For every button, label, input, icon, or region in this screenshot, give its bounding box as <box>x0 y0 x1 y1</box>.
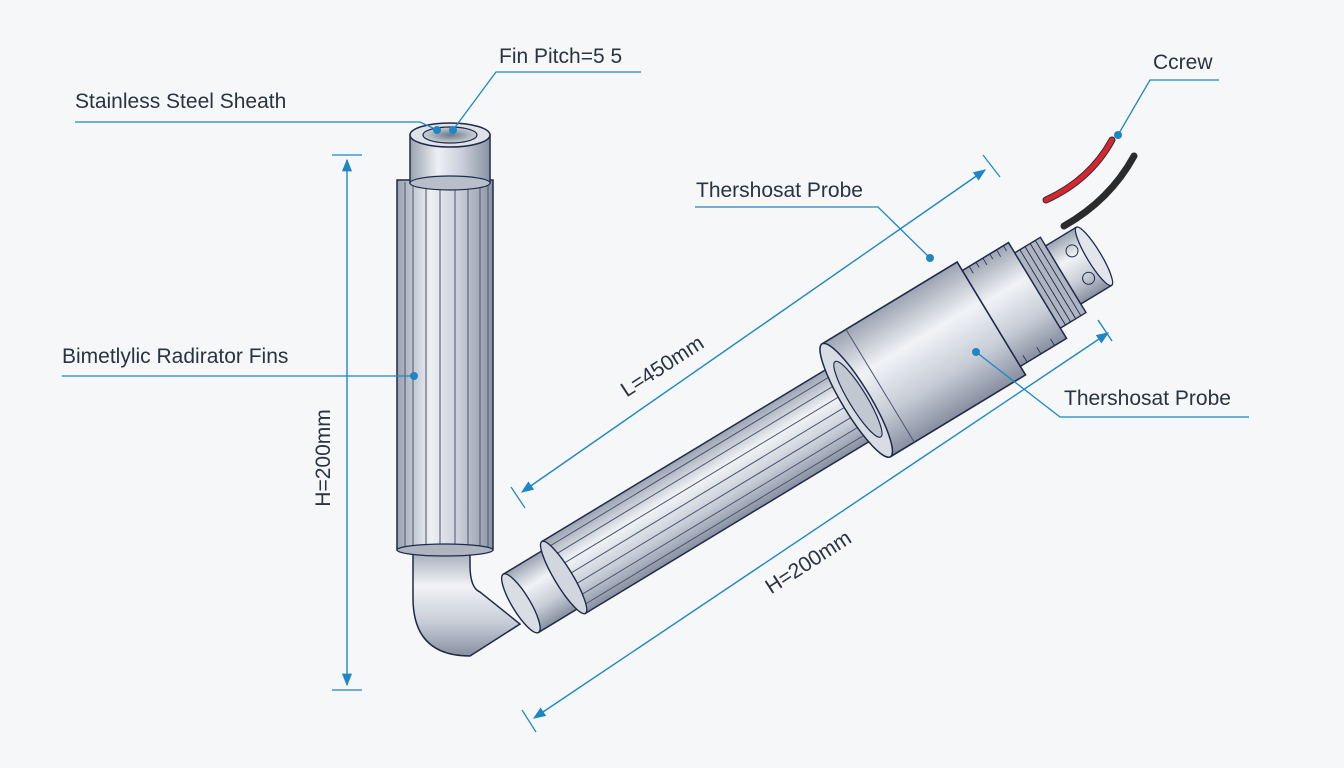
screw-icon <box>1065 244 1079 258</box>
vertical-fin-lines <box>404 182 489 548</box>
diagonal-finned-tube <box>500 226 1114 634</box>
callout-probe-top: Thershosat Probe <box>695 179 934 262</box>
label-sheath: Stainless Steel Sheath <box>75 90 286 113</box>
elbow-bend <box>412 547 522 657</box>
label-fins: Bimetlylic Radirator Fins <box>62 345 288 368</box>
label-probe-top: Thershosat Probe <box>696 179 863 202</box>
callout-fins: Bimetlylic Radirator Fins <box>62 345 418 380</box>
callout-probe-right: Thershosat Probe <box>972 348 1249 418</box>
label-fin-pitch: Fin Pitch=5 5 <box>499 45 622 68</box>
black-wire <box>1060 152 1138 230</box>
dim-length: L=450mm <box>617 331 708 401</box>
dimension-vertical: H=200mm <box>312 154 362 691</box>
label-crew: Ccrew <box>1153 51 1213 74</box>
callout-fin-pitch: Fin Pitch=5 5 <box>449 45 641 134</box>
red-wire <box>1043 137 1115 203</box>
dim-lower-height: H=200mm <box>761 526 855 598</box>
vertical-fin-body <box>396 179 494 551</box>
vertical-finned-tube <box>396 122 522 657</box>
callout-crew: Ccrew <box>1114 51 1219 139</box>
callout-sheath: Stainless Steel Sheath <box>75 90 441 134</box>
dim-vertical-height: H=200mm <box>312 409 335 506</box>
label-probe-right: Thershosat Probe <box>1064 387 1231 410</box>
lead-wires <box>1042 136 1138 230</box>
